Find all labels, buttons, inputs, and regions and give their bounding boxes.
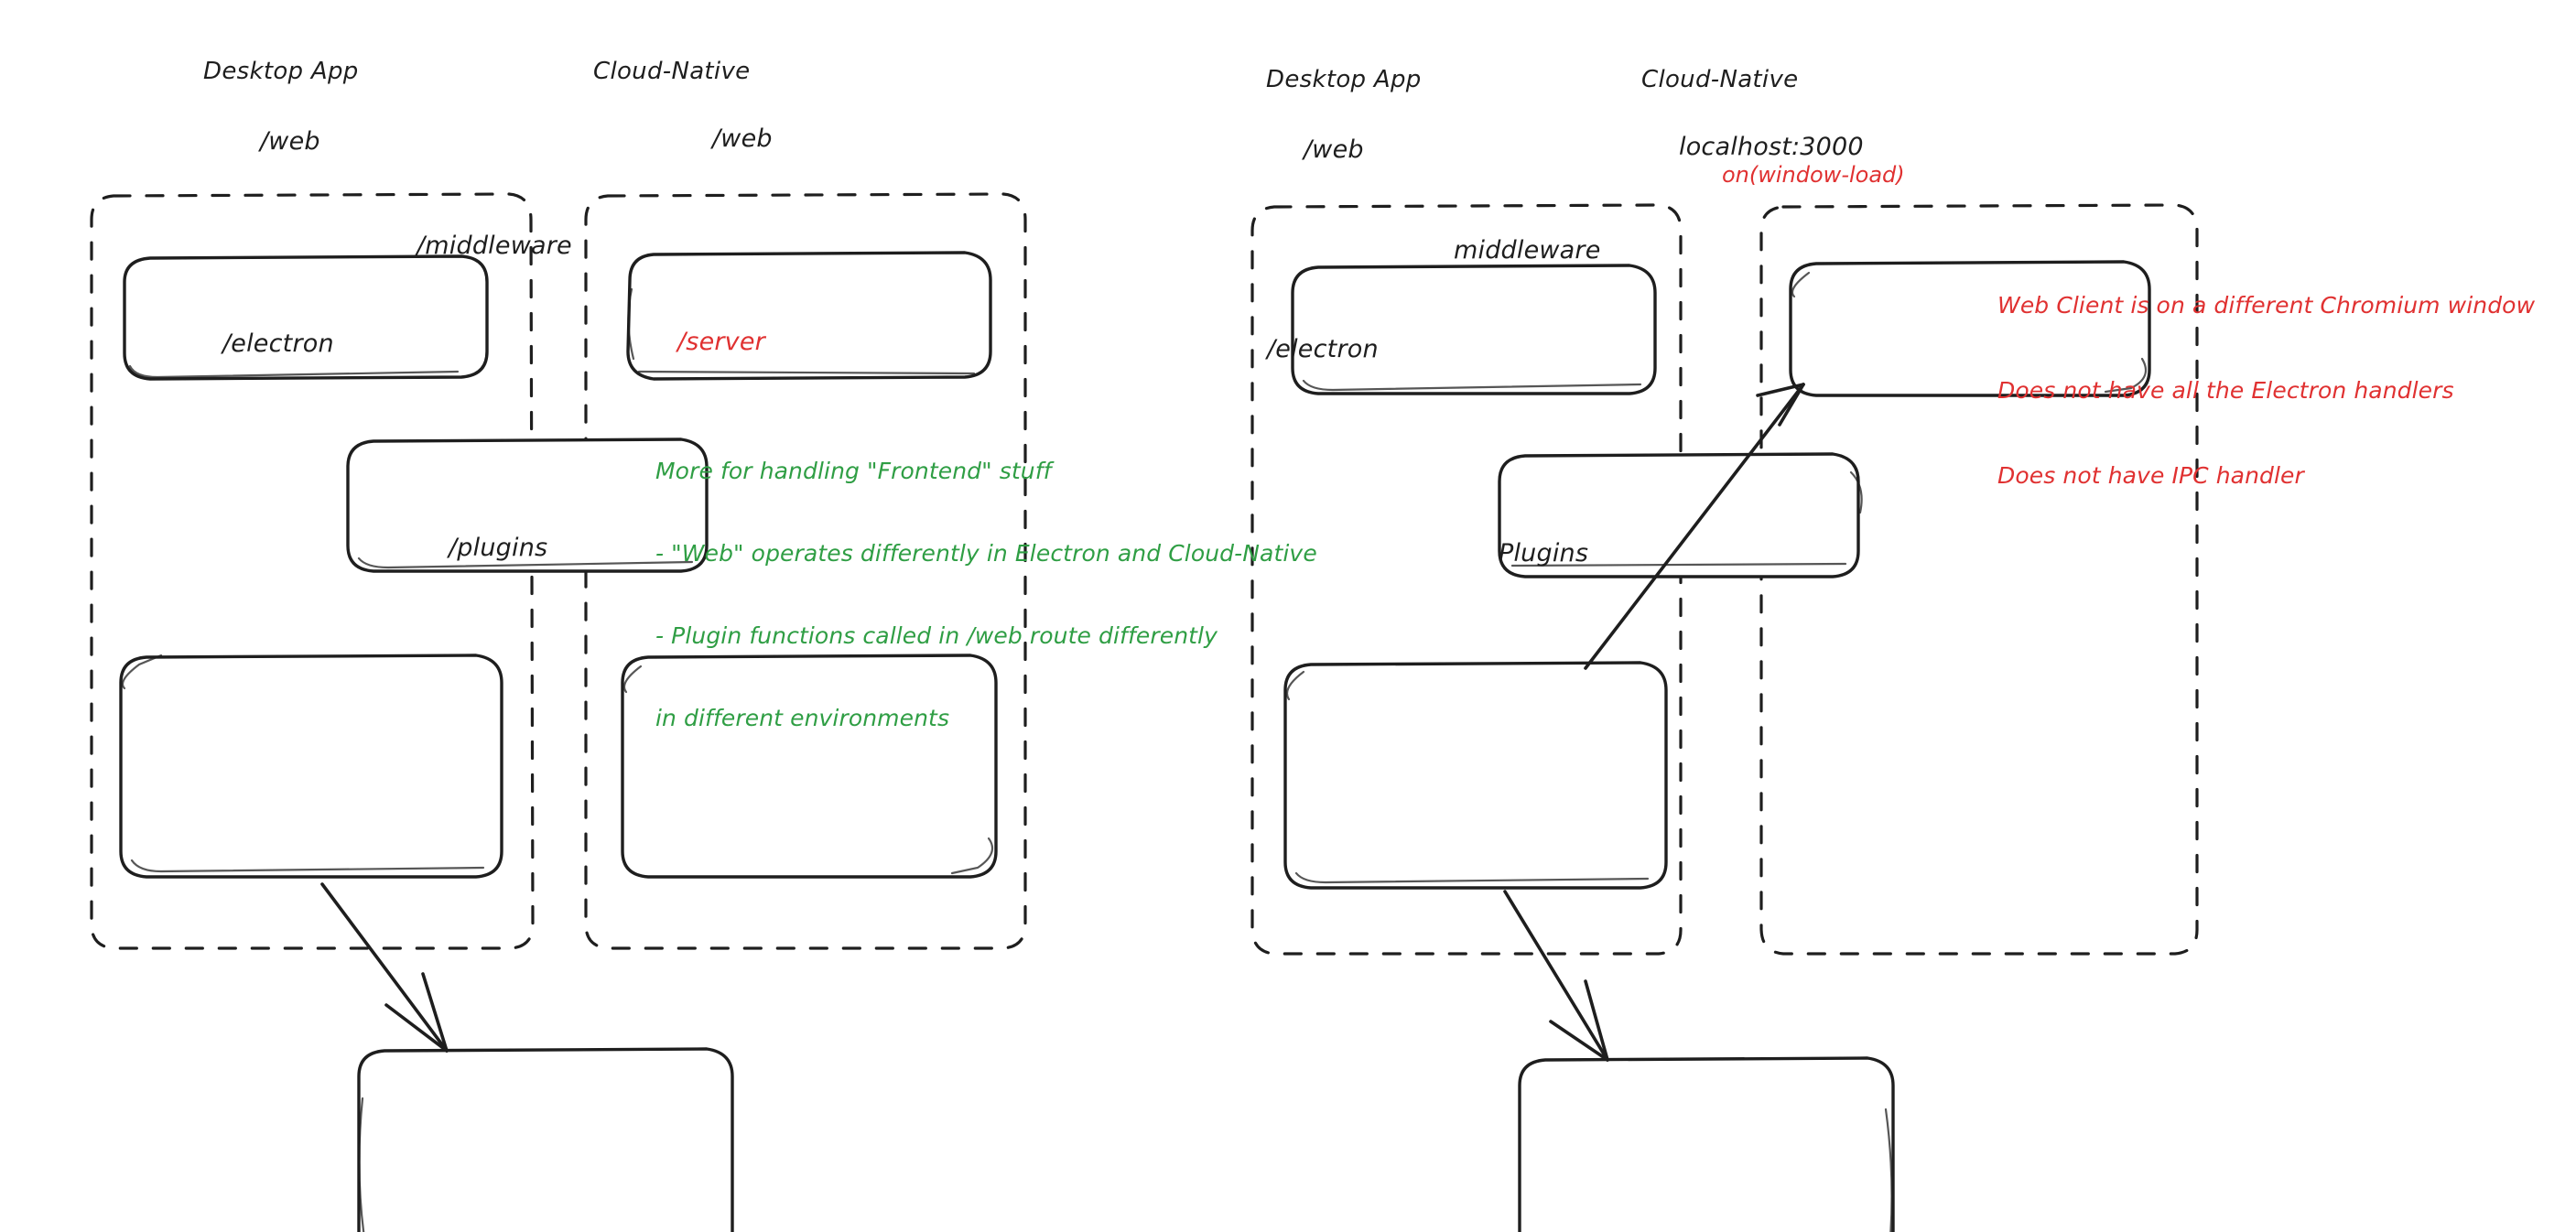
group-cloud-native-left [584, 192, 1027, 950]
node-localhost-3000[interactable] [1789, 260, 2151, 397]
node-electron-left[interactable] [119, 654, 503, 879]
node-plugins-right[interactable] [1518, 1056, 1895, 1232]
arrow-electron-to-localhost [1584, 383, 1805, 670]
arrow-electron-to-plugins-right [1503, 890, 1609, 1062]
node-plugins-left[interactable] [357, 1047, 734, 1232]
node-middleware-left[interactable] [346, 438, 709, 573]
node-web-desktop[interactable] [123, 254, 489, 381]
group-desktop-app-right [1250, 203, 1683, 956]
node-web-desktop-right[interactable] [1291, 264, 1657, 395]
arrow-electron-to-plugins-left [320, 882, 449, 1053]
right-diagram [1250, 203, 2199, 1232]
node-server-left[interactable] [621, 654, 998, 879]
left-diagram [90, 192, 1027, 1232]
group-cloud-native-right [1759, 203, 2199, 956]
node-electron-right[interactable] [1283, 661, 1668, 890]
node-web-cloud[interactable] [626, 251, 992, 381]
node-middleware-right[interactable] [1498, 452, 1863, 578]
group-desktop-app-left [90, 192, 535, 950]
